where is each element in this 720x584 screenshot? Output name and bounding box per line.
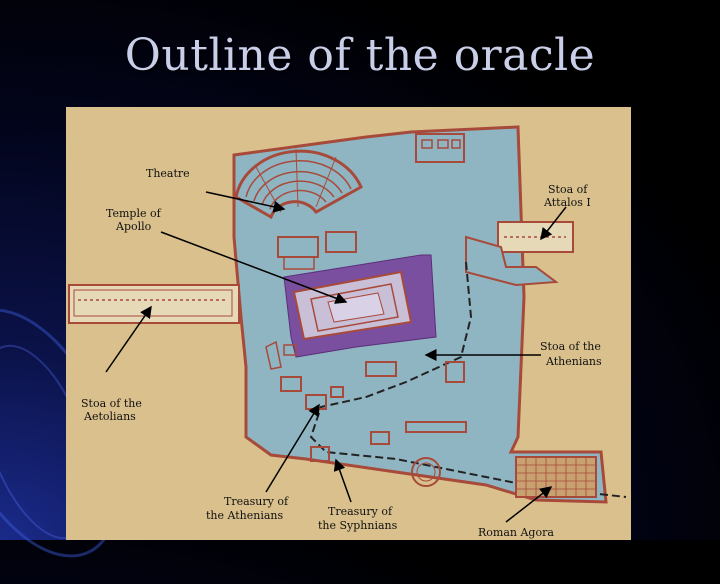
label-stoa-athenians-line2: Athenians — [545, 355, 602, 368]
label-treasury-athenians-line1: Treasury of — [224, 495, 289, 508]
arrow-stoa-aetolians — [105, 305, 152, 373]
sacred-way-path — [309, 261, 627, 498]
label-stoa-attalos-line1: Stoa of — [548, 183, 588, 196]
label-treasury-syphnians-line1: Treasury of — [328, 505, 393, 518]
stoa-of-attalos-building — [497, 221, 574, 253]
temple-of-apollo-building — [292, 270, 413, 341]
label-temple-line2: Apollo — [115, 220, 152, 233]
arrow-treasury-athenians — [265, 403, 320, 493]
arrow-temple — [160, 231, 348, 304]
arrow-treasury-syphnians — [333, 458, 352, 503]
site-plan-map: Theatre Temple of Apollo Stoa of Attalos… — [66, 107, 631, 540]
arrow-roman-agora — [505, 486, 553, 523]
label-theatre: Theatre — [146, 167, 190, 180]
label-stoa-aetolians-line2: Aetolians — [83, 410, 136, 423]
site-plan-svg: Theatre Temple of Apollo Stoa of Attalos… — [68, 125, 627, 539]
label-roman-agora: Roman Agora — [478, 526, 554, 539]
label-treasury-syphnians-line2: the Syphnians — [318, 519, 398, 532]
label-stoa-attalos-line2: Attalos I — [543, 196, 591, 209]
arrow-theatre — [205, 191, 286, 213]
theatre-structure — [234, 148, 363, 220]
label-treasury-athenians-line2: the Athenians — [206, 509, 284, 522]
arrow-stoa-attalos — [540, 206, 567, 241]
label-temple-line1: Temple of — [106, 207, 162, 220]
label-stoa-athenians-line1: Stoa of the — [540, 340, 601, 353]
label-stoa-aetolians-line1: Stoa of the — [81, 397, 142, 410]
stoa-of-aetolians-building — [68, 284, 240, 324]
slide-title: Outline of the oracle — [124, 30, 596, 81]
roman-agora-grid — [515, 456, 597, 498]
